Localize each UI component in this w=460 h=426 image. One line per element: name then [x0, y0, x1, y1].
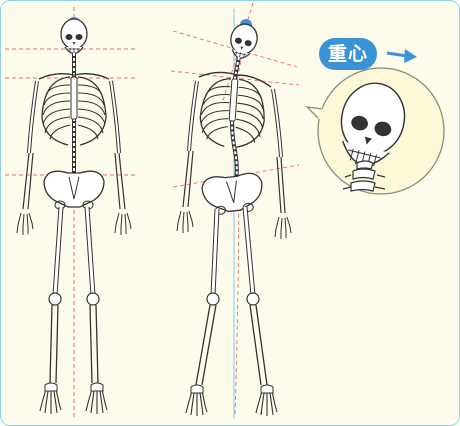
skeleton-tilted — [170, 2, 300, 419]
skeleton-upright — [5, 7, 137, 419]
arrow-right-icon — [386, 51, 408, 58]
speech-balloon-icon — [305, 67, 445, 195]
center-of-gravity-label: 重心 — [319, 38, 377, 70]
